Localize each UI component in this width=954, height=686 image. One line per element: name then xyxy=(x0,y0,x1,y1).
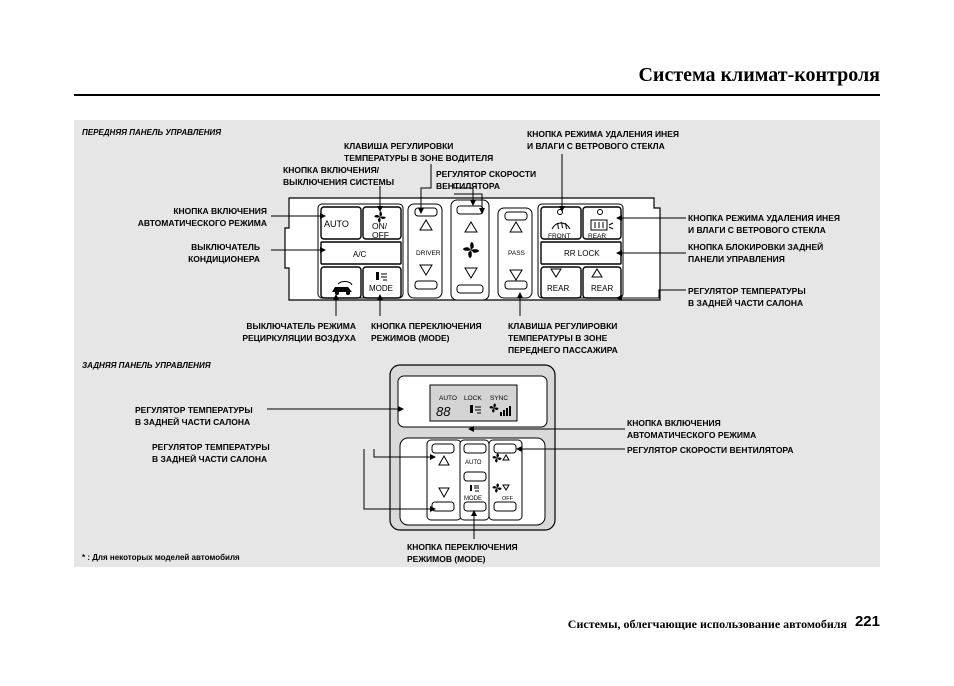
callout-fan-speed: РЕГУЛЯТОР СКОРОСТИ ВЕНТИЛЯТОРА xyxy=(436,169,537,191)
footer-text: Системы, облегчающие использование автом… xyxy=(567,617,847,631)
label-on: ON/ xyxy=(372,221,388,231)
callout-auto-button: КНОПКА ВКЛЮЧЕНИЯ АВТОМАТИЧЕСКОГО РЕЖИМА xyxy=(137,206,267,228)
page-number: 221 xyxy=(854,613,880,630)
fan-icon xyxy=(492,483,502,493)
down-arrow-icon xyxy=(464,267,478,279)
callout-front-defrost-right: КНОПКА РЕЖИМА УДАЛЕНИЯ ИНЕЯ И ВЛАГИ С ВЕ… xyxy=(688,213,840,235)
label-rear-right: REAR xyxy=(591,284,613,293)
down-arrow-icon xyxy=(509,269,523,281)
label-auto: AUTO xyxy=(324,219,349,229)
up-arrow-icon xyxy=(464,221,478,233)
fan-icon xyxy=(492,453,502,463)
display-auto: AUTO xyxy=(439,395,457,402)
panel-drawing: AUTO ON/ OFF A/C MODE DRIVER PASS FRONT … xyxy=(267,154,686,539)
callout-rear-mode-button: КНОПКА ПЕРЕКЛЮЧЕНИЯ РЕЖИМОВ (MODE) xyxy=(407,542,518,564)
callout-rear-temp: РЕГУЛЯТОР ТЕМПЕРАТУРЫ В ЗАДНЕЙ ЧАСТИ САЛ… xyxy=(688,286,806,308)
fan-icon xyxy=(463,242,479,258)
label-off: OFF xyxy=(372,230,389,240)
callout-rear-temp-buttons: РЕГУЛЯТОР ТЕМПЕРАТУРЫ В ЗАДНЕЙ ЧАСТИ САЛ… xyxy=(152,442,270,464)
front-panel-title: ПЕРЕДНЯЯ ПАНЕЛЬ УПРАВЛЕНИЯ xyxy=(82,128,222,137)
rear-label-auto: AUTO xyxy=(465,460,482,466)
mode-icon xyxy=(470,485,479,492)
label-rear-left: REAR xyxy=(547,284,569,293)
down-arrow-icon xyxy=(419,264,433,276)
recirculation-icon xyxy=(332,281,353,295)
callout-recirc-switch: ВЫКЛЮЧАТЕЛЬ РЕЖИМА РЕЦИРКУЛЯЦИИ ВОЗДУХА xyxy=(242,321,356,343)
fan-icon xyxy=(374,211,386,223)
climate-control-figure: ПЕРЕДНЯЯ ПАНЕЛЬ УПРАВЛЕНИЯ ЗАДНЯЯ ПАНЕЛЬ… xyxy=(74,120,880,567)
callout-ac-switch: ВЫКЛЮЧАТЕЛЬ КОНДИЦИОНЕРА xyxy=(188,242,260,264)
windshield-defrost-icon xyxy=(551,221,571,230)
callout-rear-lock: КНОПКА БЛОКИРОВКИ ЗАДНЕЙ ПАНЕЛИ УПРАВЛЕН… xyxy=(688,242,824,264)
display-digits: 88 xyxy=(436,404,451,419)
rear-panel-title: ЗАДНЯЯ ПАНЕЛЬ УПРАВЛЕНИЯ xyxy=(82,361,211,370)
title-rule xyxy=(74,94,880,96)
callout-front-defrost-top: КНОПКА РЕЖИМА УДАЛЕНИЯ ИНЕЯ И ВЛАГИ С ВЕ… xyxy=(527,129,679,151)
callout-driver-temp: КЛАВИША РЕГУЛИРОВКИ ТЕМПЕРАТУРЫ В ЗОНЕ В… xyxy=(344,141,494,163)
mode-icon xyxy=(470,405,481,414)
fan-icon xyxy=(489,403,499,413)
callout-on-off-button: КНОПКА ВКЛЮЧЕНИЯ/ ВЫКЛЮЧЕНИЯ СИСТЕМЫ xyxy=(283,165,395,187)
down-arrow-icon xyxy=(550,268,562,278)
callout-rear-temp-display: РЕГУЛЯТОР ТЕМПЕРАТУРЫ В ЗАДНЕЙ ЧАСТИ САЛ… xyxy=(135,405,253,427)
callout-mode-button: КНОПКА ПЕРЕКЛЮЧЕНИЯ РЕЖИМОВ (MODE) xyxy=(371,321,482,343)
up-arrow-icon xyxy=(502,454,510,461)
up-arrow-icon xyxy=(591,268,603,278)
label-driver: DRIVER xyxy=(416,250,441,257)
label-mode: MODE xyxy=(369,284,393,293)
callout-pass-temp: КЛАВИША РЕГУЛИРОВКИ ТЕМПЕРАТУРЫ В ЗОНЕ П… xyxy=(508,321,618,355)
label-rr-lock: RR LOCK xyxy=(564,249,600,258)
up-arrow-icon xyxy=(438,454,450,466)
label-ac: A/C xyxy=(353,250,367,259)
up-arrow-icon xyxy=(419,219,433,231)
display-sync: SYNC xyxy=(490,395,508,402)
fan-speed-bars-icon xyxy=(500,406,511,416)
down-arrow-icon xyxy=(438,487,450,499)
mode-icon xyxy=(376,272,387,281)
label-pass: PASS xyxy=(508,250,526,257)
up-arrow-icon xyxy=(509,221,523,233)
callout-rear-fan-speed: РЕГУЛЯТОР СКОРОСТИ ВЕНТИЛЯТОРА xyxy=(627,445,794,455)
page-title: Система климат-контроля xyxy=(638,64,880,86)
down-arrow-icon xyxy=(502,484,510,491)
footnote: * : Для некоторых моделей автомобиля xyxy=(82,553,240,562)
rear-label-off: OFF xyxy=(502,496,514,502)
label-front: FRONT xyxy=(548,233,570,240)
rear-label-mode: MODE xyxy=(464,496,482,502)
rear-defrost-icon xyxy=(590,219,614,231)
label-rear: REAR xyxy=(588,233,606,240)
callout-rear-auto-button: КНОПКА ВКЛЮЧЕНИЯ АВТОМАТИЧЕСКОГО РЕЖИМА xyxy=(627,418,757,440)
display-lock: LOCK xyxy=(464,395,482,402)
